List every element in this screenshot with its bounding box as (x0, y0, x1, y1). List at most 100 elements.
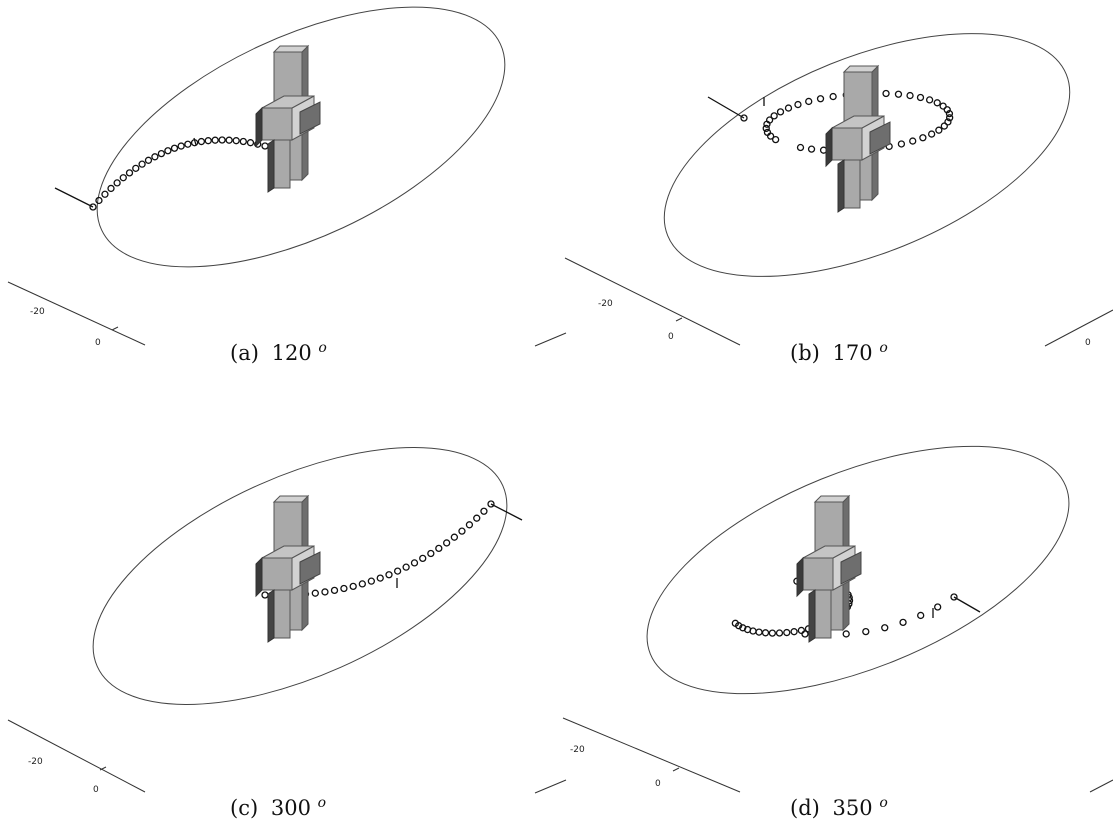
panel-d: -20 0 (d) 350 o (534, 445, 1113, 820)
trail-marker (934, 603, 942, 611)
trail-marker (204, 137, 212, 145)
trail-marker (739, 624, 747, 632)
trail-marker (916, 93, 925, 102)
axis-x (7, 281, 146, 346)
trail-marker (197, 137, 206, 146)
trail-marker (816, 95, 825, 103)
trail-marker (807, 145, 816, 153)
trail-marker (829, 92, 837, 101)
trail-marker (775, 629, 784, 637)
trail-marker (933, 99, 941, 107)
trail-marker (906, 91, 914, 100)
axis-tick-label: 0 (655, 779, 661, 789)
caption-angle: 120 (272, 341, 312, 365)
axis-tick-mark (672, 767, 680, 772)
trail-marker (458, 527, 466, 535)
trail-marker (261, 591, 269, 599)
model-body-front (261, 107, 293, 141)
trail-marker (95, 196, 103, 205)
model-shadow-face (796, 556, 804, 598)
model-module (299, 551, 321, 585)
trail-marker (473, 514, 481, 522)
trail-marker (927, 130, 936, 138)
axis-tick-label: -20 (598, 299, 613, 309)
trail-marker (218, 136, 226, 144)
panel-b: -20 0 0 (b) 170 o (534, 33, 1113, 365)
orbit-ellipse (92, 447, 508, 705)
axis-x (562, 717, 741, 793)
trail-marker (943, 106, 951, 114)
axis-tick-mark (675, 317, 683, 322)
caption-angle: 350 (833, 796, 873, 820)
model-panel-lower-side (267, 139, 275, 193)
trail-marker (784, 104, 793, 112)
trail-marker (897, 140, 906, 148)
trail-marker (246, 139, 255, 147)
trail-marker (340, 584, 348, 593)
trail-marker (427, 549, 435, 558)
caption-label: (a) (230, 341, 259, 365)
trail-marker (881, 624, 889, 632)
trail-marker (796, 143, 805, 152)
panel-caption: (b) 170 o (790, 340, 888, 365)
model-shadow-face (825, 126, 833, 168)
trail-marker (151, 153, 159, 161)
axis-x (7, 719, 146, 793)
orbit-trail (89, 136, 269, 211)
trail-marker (731, 619, 740, 627)
caption-degree: o (318, 795, 326, 811)
axis-tick-label: -20 (570, 745, 585, 755)
orbit-ellipse (96, 6, 506, 268)
axis-right-fragment (1089, 779, 1113, 793)
trail-marker (113, 179, 121, 187)
axis-x-left (534, 779, 567, 794)
trail-marker (435, 544, 443, 553)
trail-marker (797, 626, 806, 635)
axis-tick-mark (99, 766, 107, 771)
trail-marker (762, 124, 770, 133)
model-body-front (802, 557, 834, 591)
model-module (840, 551, 862, 585)
trail-marker (358, 580, 366, 588)
axis-tick-label: 0 (668, 332, 674, 342)
start-spoke (54, 187, 94, 208)
trail-marker (349, 582, 357, 591)
trail-marker (132, 164, 140, 172)
trail-marker (144, 156, 153, 164)
trail-marker (755, 628, 763, 636)
mid-spoke (193, 137, 197, 146)
trail-marker (776, 108, 785, 116)
trail-marker (170, 144, 179, 152)
model-shadow-face (255, 556, 263, 598)
model-body-top (261, 95, 315, 109)
trail-marker (842, 630, 850, 638)
orbit-ellipse (663, 33, 1071, 277)
trail-marker (805, 97, 813, 106)
model-module (869, 121, 891, 155)
model-panel-lower-side (267, 589, 275, 643)
panel-caption: (a) 120 o (230, 340, 327, 365)
trail-marker (763, 128, 772, 137)
trail-marker (761, 629, 770, 637)
axis-tick-label: -20 (30, 307, 45, 317)
trail-marker (393, 567, 402, 575)
model-body-top (261, 545, 315, 559)
trail-marker (935, 126, 943, 134)
trail-marker (419, 554, 427, 563)
trail-marker (211, 136, 219, 144)
caption-label: (c) (230, 796, 258, 820)
trail-marker (771, 135, 780, 144)
trail-marker (950, 593, 958, 601)
trail-marker (164, 147, 172, 155)
model-shadow-face (255, 106, 263, 148)
caption-degree: o (318, 340, 326, 356)
axis-right-fragment (1044, 309, 1113, 347)
model-body-top (802, 545, 856, 559)
trail-marker (882, 89, 890, 98)
model-panel-lower (273, 139, 291, 189)
trail-marker (402, 563, 410, 571)
trail-marker (765, 116, 774, 124)
trail-marker (917, 611, 925, 620)
model-body-top (831, 115, 885, 129)
